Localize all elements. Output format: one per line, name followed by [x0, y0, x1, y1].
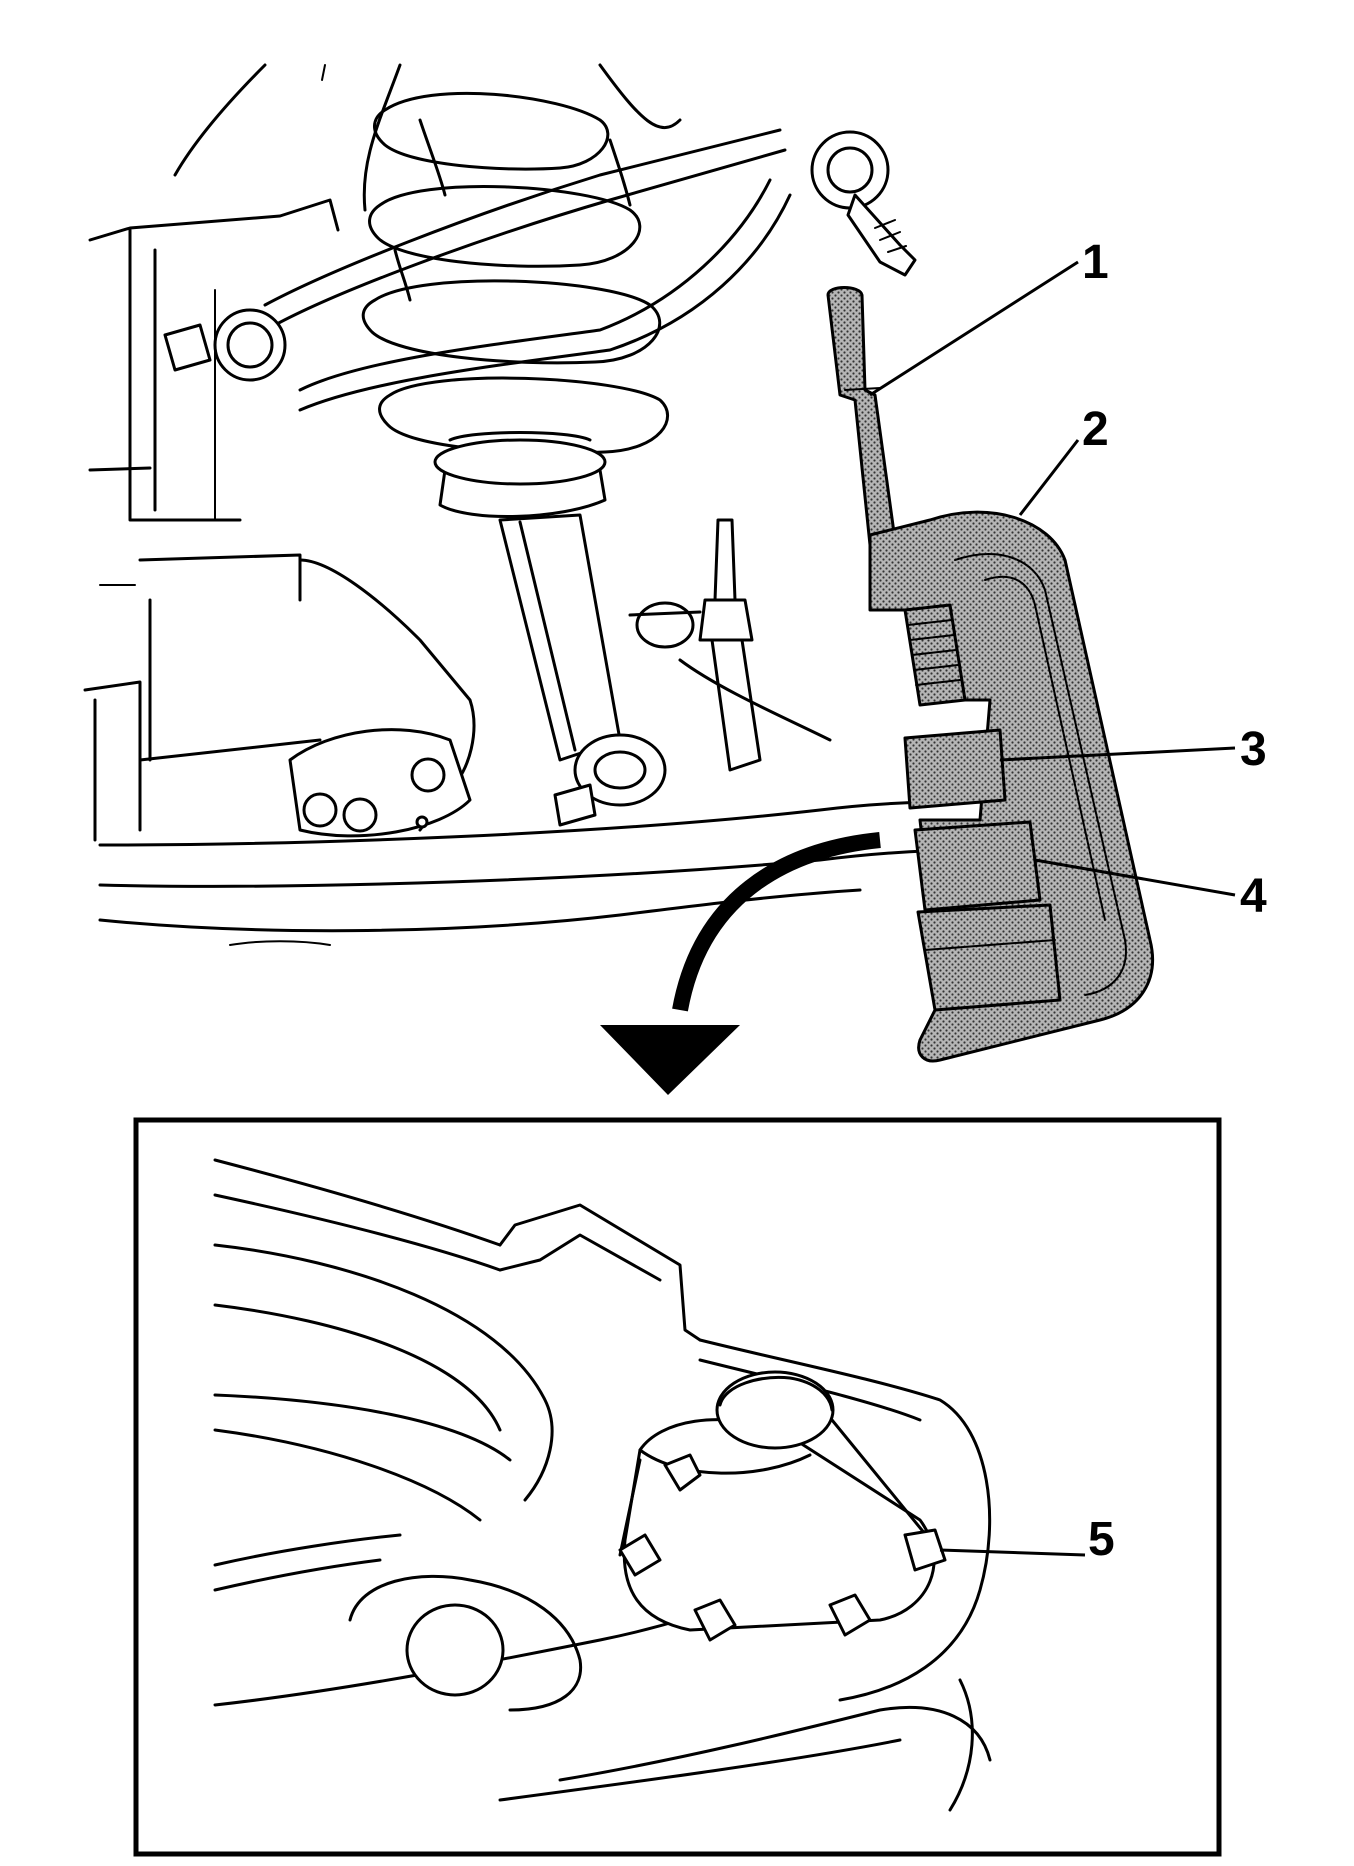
detail-frame: [133, 1117, 1222, 1857]
coil-spring: [361, 91, 670, 455]
upper-control-arm: [163, 128, 917, 412]
curved-arrow-down-icon: [600, 832, 881, 1095]
frame-rail: [83, 198, 340, 842]
upper-view: 1 2 3 4: [83, 63, 1267, 1095]
stabilizer-link: [628, 518, 832, 772]
callout-leaders-upper: [869, 260, 1236, 897]
ball-joint-boot: [618, 1370, 947, 1642]
callout-2: 2: [1082, 403, 1109, 456]
callout-5: 5: [1088, 1513, 1115, 1566]
callout-3: 3: [1240, 723, 1267, 776]
ball-joint-separator-tool: [826, 286, 1155, 1063]
body-panel: [173, 63, 682, 212]
callout-1: 1: [1082, 236, 1109, 289]
shock-absorber: [433, 431, 622, 762]
callout-4: 4: [1240, 870, 1267, 923]
detail-view: 5: [133, 1117, 1222, 1857]
